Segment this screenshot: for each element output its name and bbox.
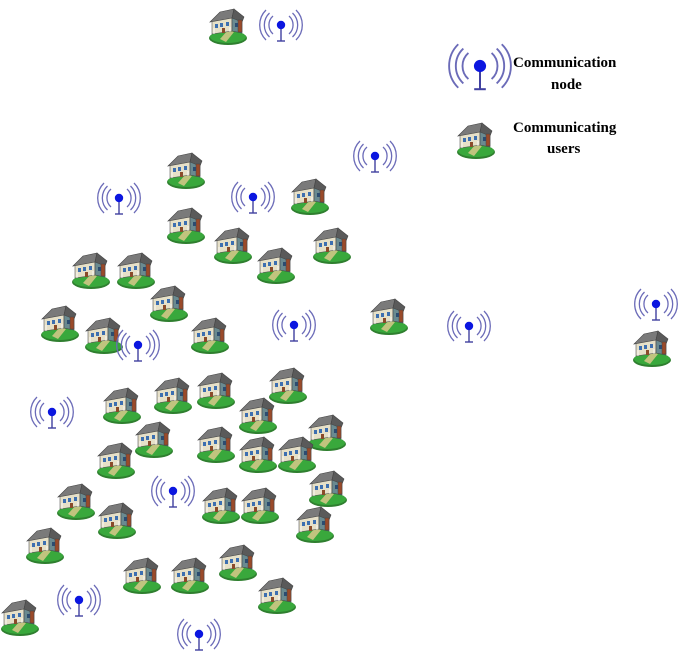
- house-icon: [308, 470, 348, 508]
- house-icon: [56, 483, 96, 521]
- house-icon: [166, 152, 206, 190]
- house-icon: [201, 487, 241, 525]
- house-icon: [238, 436, 278, 474]
- antenna-icon: [446, 310, 492, 343]
- house-icon: [213, 227, 253, 265]
- house-icon: [149, 285, 189, 323]
- house-icon: [218, 544, 258, 582]
- house-icon: [369, 298, 409, 336]
- antenna-icon: [176, 618, 222, 651]
- nodes-layer: [29, 9, 679, 651]
- legend-user-icon: [456, 122, 496, 160]
- antenna-icon: [115, 329, 161, 362]
- house-icon: [170, 557, 210, 595]
- house-icon: [122, 557, 162, 595]
- house-icon: [196, 372, 236, 410]
- house-icon: [256, 247, 296, 285]
- house-icon: [290, 178, 330, 216]
- users-layer: [0, 8, 672, 637]
- house-icon: [40, 305, 80, 343]
- house-icon: [208, 8, 248, 46]
- house-icon: [97, 502, 137, 540]
- house-icon: [25, 527, 65, 565]
- antenna-icon: [96, 182, 142, 215]
- legend-node-label-line1: Communication: [513, 55, 617, 71]
- house-icon: [190, 317, 230, 355]
- house-icon: [116, 252, 156, 290]
- house-icon: [268, 367, 308, 405]
- legend-user-label-line2: users: [547, 141, 580, 157]
- house-icon: [166, 207, 206, 245]
- house-icon: [196, 426, 236, 464]
- antenna-icon: [258, 9, 304, 42]
- house-icon: [257, 577, 297, 615]
- house-icon: [240, 487, 280, 525]
- house-icon: [632, 330, 672, 368]
- house-icon: [238, 397, 278, 435]
- antenna-icon: [352, 140, 398, 173]
- legend: Communication node Communicating users: [448, 43, 617, 160]
- antenna-icon: [271, 309, 317, 342]
- legend-user-label-line1: Communicating: [513, 120, 617, 136]
- legend-node-label-line2: node: [551, 77, 582, 93]
- antenna-icon: [29, 396, 75, 429]
- antenna-icon: [56, 584, 102, 617]
- legend-node-icon: [448, 43, 512, 91]
- house-icon: [153, 377, 193, 415]
- house-icon: [0, 599, 40, 637]
- antenna-icon: [230, 181, 276, 214]
- antenna-icon: [150, 475, 196, 508]
- house-icon: [134, 421, 174, 459]
- house-icon: [71, 252, 111, 290]
- house-icon: [312, 227, 352, 265]
- house-icon: [96, 442, 136, 480]
- antenna-icon: [633, 288, 679, 321]
- house-icon: [307, 414, 347, 452]
- house-icon: [295, 506, 335, 544]
- house-icon: [102, 387, 142, 425]
